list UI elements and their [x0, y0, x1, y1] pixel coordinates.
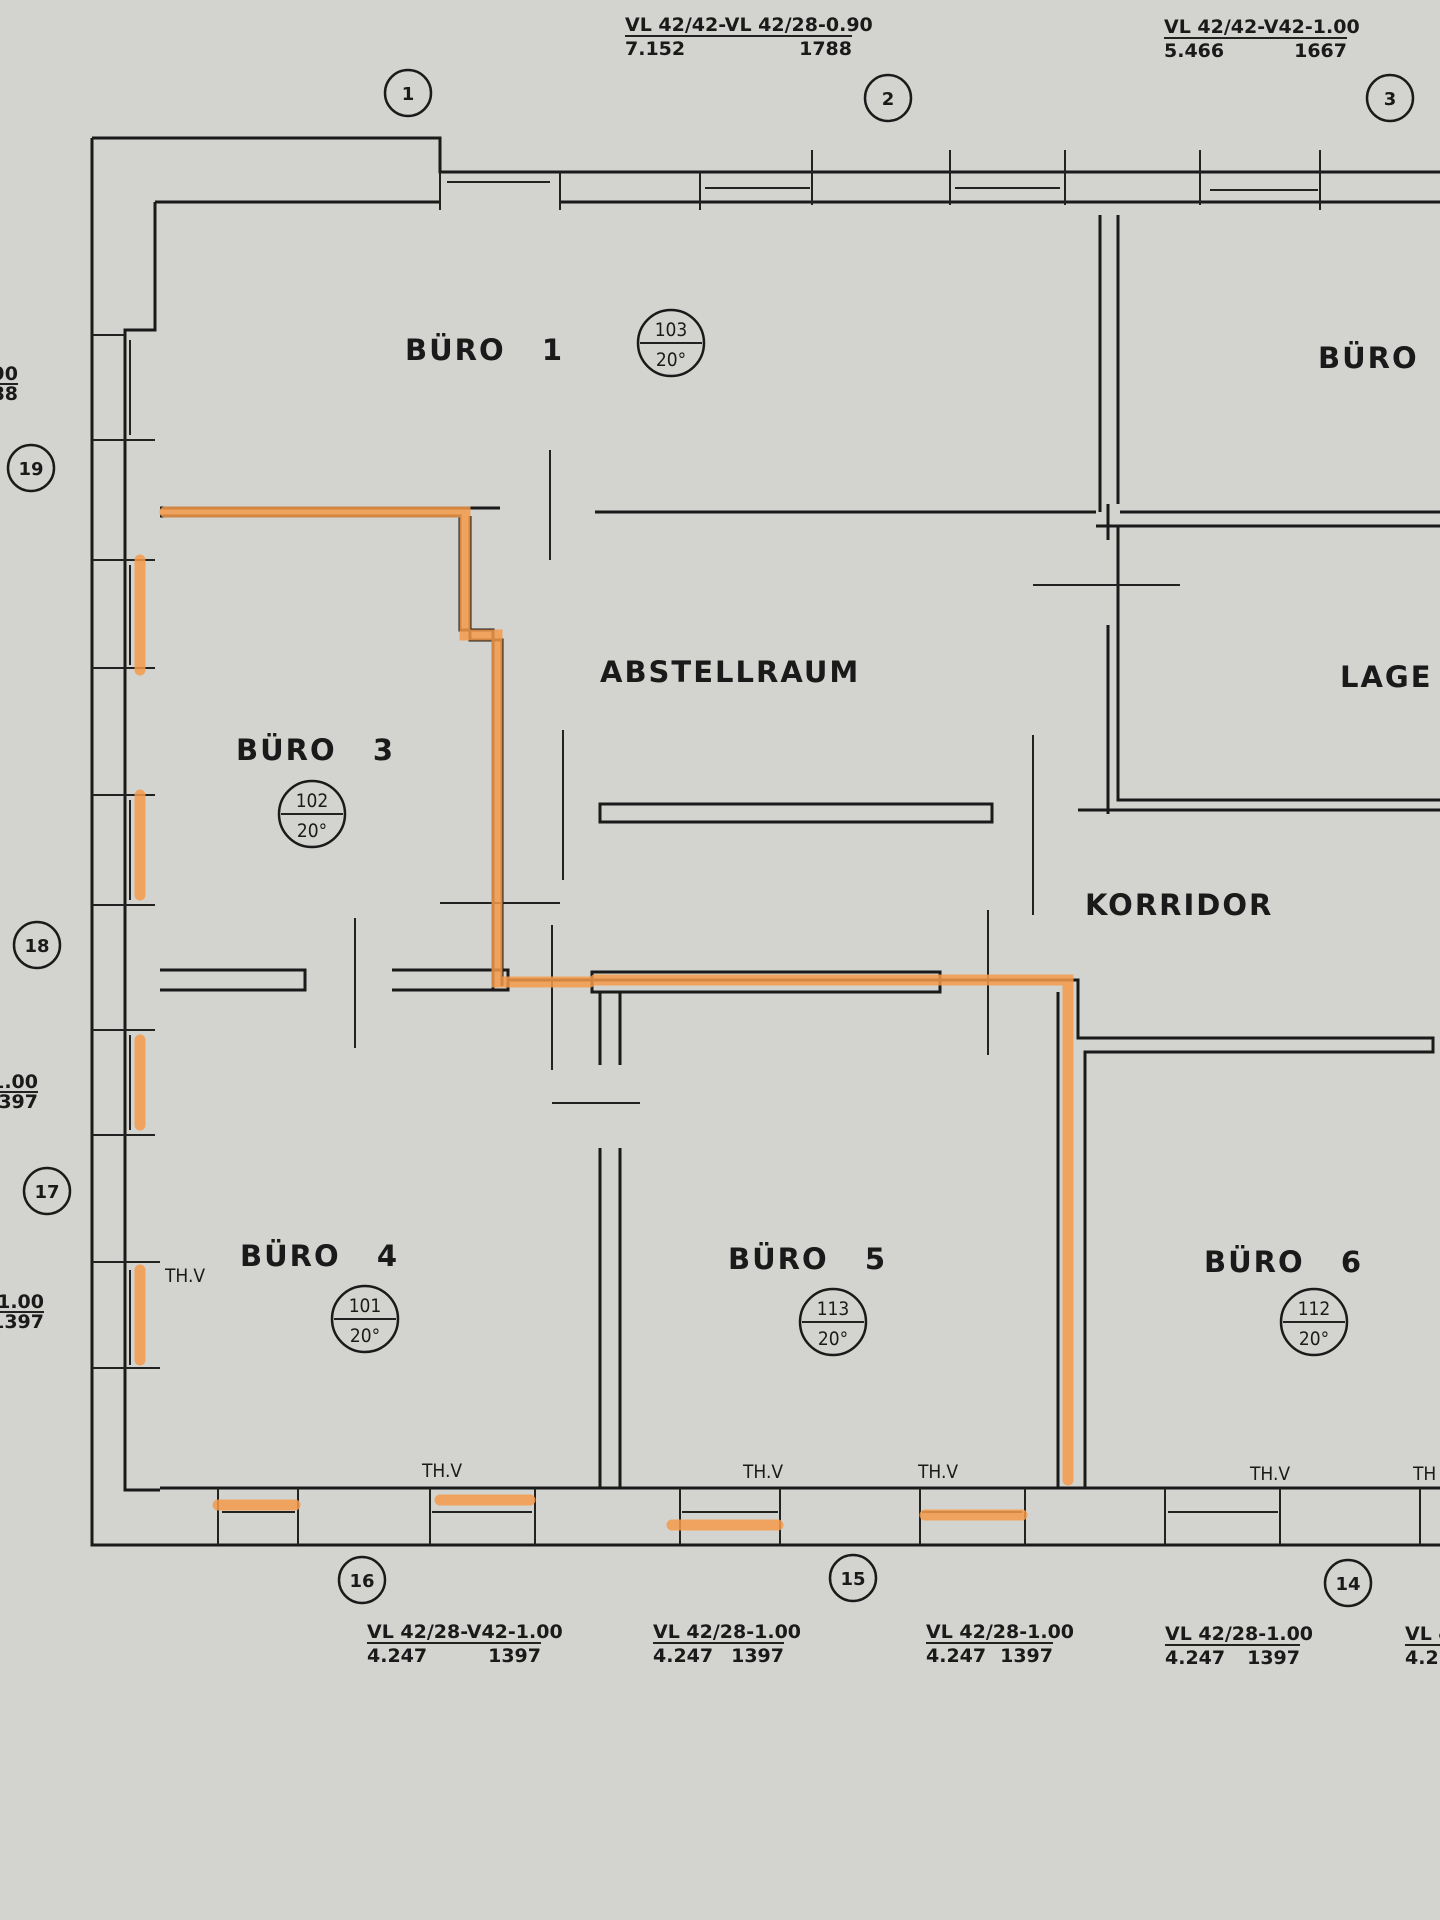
- dimension-spec: VL 4: [1405, 1623, 1440, 1645]
- dimension-bottom-3: VL 42/28-1.00 4.247 1397: [926, 1621, 1074, 1667]
- radiator-labels: TH.V TH.V TH.V TH.V TH.V TH: [164, 1265, 1436, 1485]
- room-label-abstellraum: ABSTELLRAUM: [600, 655, 860, 689]
- room-number: 102: [296, 790, 329, 812]
- dimension-left: 4.247: [653, 1645, 713, 1667]
- grid-axis-17: 17: [22, 1166, 72, 1216]
- room-temp: 20°: [350, 1325, 380, 1347]
- dimension-bottom-5: VL 4 4.2: [1405, 1623, 1440, 1669]
- dimension-right: 1397: [0, 1311, 44, 1333]
- dimension-top-2: VL 42/42-V42-1.00 5.466 1667: [1164, 16, 1360, 62]
- dimension-spec: VL 42/42-V42-1.00: [1164, 16, 1360, 38]
- grid-axis-label: 1: [402, 84, 415, 105]
- room-label-lager: LAGE: [1340, 660, 1433, 694]
- grid-axis-14: 14: [1323, 1558, 1373, 1608]
- room-label-korridor: KORRIDOR: [1085, 888, 1273, 922]
- grid-axis-18: 18: [12, 920, 62, 970]
- thv-label: TH.V: [917, 1461, 958, 1483]
- dimension-right: 1667: [1294, 40, 1347, 62]
- dimension-left: 4.247: [926, 1645, 986, 1667]
- dimension-right: 1397: [731, 1645, 784, 1667]
- dimension-spec: VL 42/28-1.00: [653, 1621, 801, 1643]
- grid-axis-3: 3: [1365, 73, 1415, 123]
- dimension-right: 1397: [488, 1645, 541, 1667]
- room-number: 101: [349, 1295, 382, 1317]
- dimension-right: 1397: [1000, 1645, 1053, 1667]
- dimension-spec: VL 42/42-VL 42/28-0.90: [625, 14, 873, 36]
- dimension-right: 1397: [0, 1091, 38, 1113]
- thv-label: TH.V: [421, 1460, 462, 1482]
- grid-axis-15: 15: [828, 1553, 878, 1603]
- room-label-buero-5: BÜRO 5: [728, 1242, 887, 1276]
- thv-label: TH.V: [164, 1265, 205, 1287]
- dimension-right: 1788: [799, 38, 852, 60]
- dimension-bottom-4: VL 42/28-1.00 4.247 1397: [1165, 1623, 1313, 1669]
- room-temp: 20°: [656, 349, 686, 371]
- dimension-top-1: VL 42/42-VL 42/28-0.90 7.152 1788: [625, 14, 873, 60]
- room-temp: 20°: [297, 820, 327, 842]
- grid-axis-label: 19: [18, 459, 43, 480]
- room-number: 103: [655, 319, 688, 341]
- dimension-left: 4.247: [1165, 1647, 1225, 1669]
- dimension-spec: -1.00: [0, 1291, 44, 1313]
- grid-axis-label: 3: [1384, 89, 1397, 110]
- thv-label: TH.V: [742, 1461, 783, 1483]
- thv-label: TH.V: [1249, 1463, 1290, 1485]
- room-temp: 20°: [1299, 1328, 1329, 1350]
- dimension-right: 1397: [1247, 1647, 1300, 1669]
- grid-axis-label: 2: [882, 89, 895, 110]
- grid-axis-label: 18: [24, 936, 49, 957]
- highlight-markings: [134, 506, 1074, 1531]
- dimension-right: 88: [0, 383, 18, 405]
- room-temp: 20°: [818, 1328, 848, 1350]
- dimension-left: 4.2: [1405, 1647, 1439, 1669]
- grid-axis-label: 14: [1335, 1574, 1360, 1595]
- room-number-badge-103: 103 20°: [636, 308, 706, 378]
- dimension-spec: 1.00: [0, 1071, 38, 1093]
- room-number-badge-102: 102 20°: [277, 779, 347, 849]
- dimension-spec: VL 42/28-1.00: [926, 1621, 1074, 1643]
- dimension-left: 7.152: [625, 38, 685, 60]
- dimension-left: 4.247: [367, 1645, 427, 1667]
- grid-axis-16: 16: [337, 1555, 387, 1605]
- room-label-buero-2: BÜRO: [1318, 341, 1419, 375]
- room-label-buero-4: BÜRO 4: [240, 1239, 399, 1273]
- dimension-bottom-2: VL 42/28-1.00 4.247 1397: [653, 1621, 801, 1667]
- room-number: 112: [1298, 1298, 1331, 1320]
- room-number-badge-112: 112 20°: [1279, 1287, 1349, 1357]
- dimension-left: 5.466: [1164, 40, 1224, 62]
- grid-axis-markers: 1 2 3 19 18 17 16 15 14: [6, 68, 1415, 1608]
- room-label-buero-1: BÜRO 1: [405, 333, 564, 367]
- dimension-spec: VL 42/28-V42-1.00: [367, 1621, 563, 1643]
- grid-axis-label: 17: [34, 1182, 59, 1203]
- outer-walls: [90, 136, 1440, 1547]
- dimension-left-2: 1.00 1397: [0, 1071, 38, 1113]
- dimension-left-3: -1.00 1397: [0, 1291, 44, 1333]
- thv-label: TH: [1412, 1463, 1436, 1485]
- dimension-bottom-1: VL 42/28-V42-1.00 4.247 1397: [367, 1621, 563, 1667]
- dimension-spec: 90: [0, 363, 18, 385]
- room-number-badge-101: 101 20°: [330, 1284, 400, 1354]
- grid-axis-19: 19: [6, 443, 56, 493]
- grid-axis-label: 15: [840, 1569, 865, 1590]
- room-label-buero-3: BÜRO 3: [236, 733, 395, 767]
- grid-axis-label: 16: [349, 1571, 374, 1592]
- room-number: 113: [817, 1298, 850, 1320]
- dimension-left-1: 90 88: [0, 363, 18, 405]
- room-number-badge-113: 113 20°: [798, 1287, 868, 1357]
- dimension-spec: VL 42/28-1.00: [1165, 1623, 1313, 1645]
- grid-axis-2: 2: [863, 73, 913, 123]
- room-label-buero-6: BÜRO 6: [1204, 1245, 1363, 1279]
- grid-axis-1: 1: [383, 68, 433, 118]
